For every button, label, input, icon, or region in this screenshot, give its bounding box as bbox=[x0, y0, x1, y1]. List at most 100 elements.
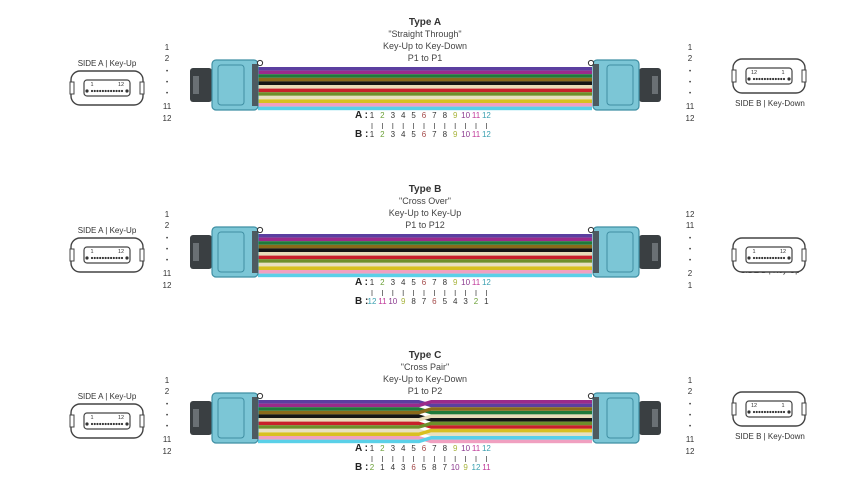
a-row-position: 12 bbox=[482, 111, 491, 120]
right-endface-number-last: 1 bbox=[781, 403, 784, 409]
right-fiber-dot bbox=[769, 410, 772, 414]
fiber-1 bbox=[258, 67, 592, 71]
fiber-8-right bbox=[431, 421, 592, 426]
fiber-12-right bbox=[431, 436, 592, 440]
left-fiber-dot bbox=[120, 256, 124, 260]
b-row-position: 1 bbox=[370, 130, 375, 139]
right-guide-pin bbox=[747, 410, 751, 414]
b-row-position: 10 bbox=[451, 463, 460, 472]
right-position-number: 1 bbox=[688, 43, 693, 52]
a-row-position: 9 bbox=[453, 444, 458, 453]
left-endface-ferrule bbox=[83, 246, 131, 264]
right-connector-latch bbox=[606, 231, 634, 273]
right-connector-boot-ridge bbox=[652, 76, 658, 94]
left-fiber-dot bbox=[96, 256, 99, 260]
fiber-12 bbox=[258, 273, 592, 278]
left-endface-number-first: 1 bbox=[90, 249, 93, 255]
right-connector-body bbox=[592, 392, 640, 444]
left-fiber-dot bbox=[93, 256, 96, 260]
b-row-position: 6 bbox=[422, 130, 427, 139]
b-row-position: 7 bbox=[422, 297, 427, 306]
right-connector-boot-ridge bbox=[652, 243, 658, 261]
left-endface-notch-left bbox=[69, 414, 75, 428]
fiber-5 bbox=[258, 81, 592, 85]
a-row-position: 3 bbox=[391, 278, 396, 287]
fiber-8 bbox=[258, 259, 592, 263]
right-endface-ferrule bbox=[745, 67, 793, 85]
b-row-position: 2 bbox=[474, 297, 479, 306]
fiber-11 bbox=[258, 270, 592, 274]
right-fiber-dot bbox=[766, 256, 769, 260]
right-position-number: 1 bbox=[688, 376, 693, 385]
left-fiber-dot bbox=[109, 422, 113, 426]
left-guide-pin bbox=[85, 422, 89, 426]
fiber-9 bbox=[258, 428, 419, 433]
a-row-position: 7 bbox=[432, 444, 437, 453]
left-fiber-dot bbox=[101, 256, 105, 260]
left-connector-boot-ridge bbox=[193, 243, 199, 261]
right-endface-notch-right bbox=[801, 402, 807, 416]
right-endface-notch-right bbox=[801, 69, 807, 83]
right-connector-boot-ridge bbox=[652, 409, 658, 427]
type-title: Type C bbox=[409, 350, 442, 361]
left-fiber-dot bbox=[99, 422, 102, 426]
fiber-cross-2 bbox=[419, 400, 431, 408]
left-endface-number-last: 12 bbox=[118, 249, 124, 255]
b-row-position: 1 bbox=[484, 297, 489, 306]
type-key-orientation: Key-Up to Key-Up bbox=[389, 208, 462, 218]
b-row-position: 6 bbox=[411, 463, 416, 472]
fiber-7 bbox=[258, 88, 592, 93]
left-connector-key-mark bbox=[256, 392, 264, 400]
right-connector-collar bbox=[593, 64, 599, 106]
right-fiber-dot bbox=[761, 256, 764, 260]
right-position-number: 1 bbox=[688, 281, 693, 290]
right-guide-pin bbox=[747, 77, 751, 81]
right-guide-pin bbox=[747, 256, 751, 260]
left-endface-number-last: 12 bbox=[118, 415, 124, 421]
left-position-number: 11 bbox=[163, 102, 172, 111]
right-fiber-dot bbox=[780, 410, 783, 414]
a-row-position: 8 bbox=[443, 444, 448, 453]
a-row-position: 1 bbox=[370, 444, 375, 453]
b-row-position: 1 bbox=[380, 463, 385, 472]
right-endface-number-last: 12 bbox=[780, 249, 786, 255]
left-fiber-dot bbox=[99, 256, 102, 260]
right-endface-number-first: 1 bbox=[752, 249, 755, 255]
right-endface-number-first: 12 bbox=[751, 403, 757, 409]
type-key-orientation: Key-Up to Key-Down bbox=[383, 374, 467, 384]
right-ellipsis-dot: • bbox=[689, 258, 691, 264]
a-row-position: 4 bbox=[401, 111, 406, 120]
left-fiber-dot bbox=[107, 256, 110, 260]
left-position-number: 1 bbox=[165, 210, 170, 219]
left-ellipsis-dot: • bbox=[166, 402, 168, 408]
right-fiber-dot bbox=[774, 77, 777, 81]
right-side-label: SIDE B | Key-Down bbox=[735, 432, 805, 441]
left-connector-body bbox=[211, 392, 259, 444]
left-endface-number-first: 1 bbox=[90, 415, 93, 421]
b-row-position: 9 bbox=[453, 130, 458, 139]
left-position-number: 1 bbox=[165, 376, 170, 385]
fiber-11 bbox=[258, 436, 419, 440]
right-position-number: 2 bbox=[688, 387, 693, 396]
left-ellipsis-dot: • bbox=[166, 258, 168, 264]
type-position-mapping: P1 to P2 bbox=[408, 386, 443, 396]
a-row-position: 11 bbox=[472, 111, 481, 120]
right-fiber-dot bbox=[777, 77, 780, 81]
b-row-position: 3 bbox=[463, 297, 468, 306]
right-position-number: 11 bbox=[686, 221, 695, 230]
right-position-number: 12 bbox=[686, 114, 695, 123]
b-row-position: 10 bbox=[388, 297, 397, 306]
right-fiber-dot bbox=[780, 77, 783, 81]
left-fiber-dot bbox=[112, 422, 115, 426]
left-connector-boot-ridge bbox=[193, 409, 199, 427]
right-fiber-dot bbox=[761, 77, 764, 81]
a-row-position: 12 bbox=[482, 444, 491, 453]
left-fiber-dot bbox=[101, 422, 105, 426]
b-row-position: 8 bbox=[411, 297, 416, 306]
right-fiber-dot bbox=[758, 77, 761, 81]
right-fiber-dot bbox=[782, 77, 786, 81]
right-fiber-dot bbox=[758, 410, 761, 414]
left-side-label: SIDE A | Key-Up bbox=[78, 392, 137, 401]
right-side-label: SIDE B | Key-Down bbox=[735, 99, 805, 108]
